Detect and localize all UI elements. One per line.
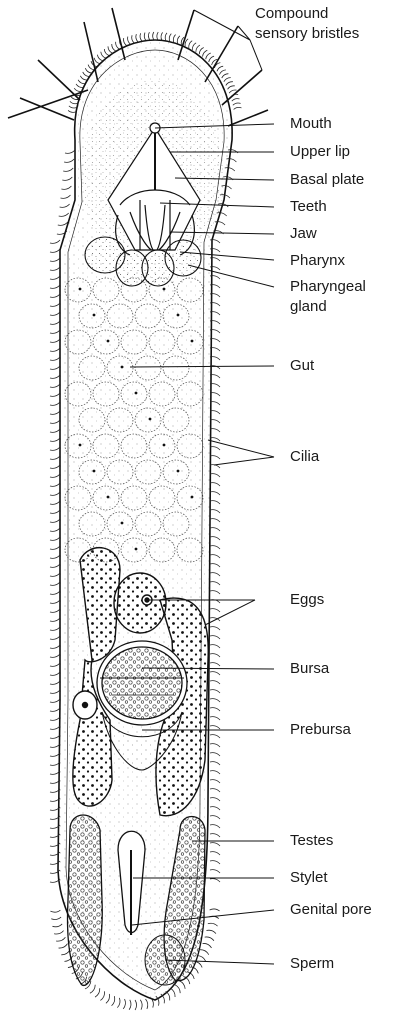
label-prebursa: Prebursa — [290, 721, 351, 739]
label-gut: Gut — [290, 357, 314, 375]
label-pharyngeal-1: Pharyngeal — [290, 278, 366, 296]
label-basal-plate: Basal plate — [290, 171, 364, 189]
label-jaw: Jaw — [290, 225, 317, 243]
label-cilia: Cilia — [290, 448, 319, 466]
label-teeth: Teeth — [290, 198, 327, 216]
bursa — [97, 641, 187, 725]
label-genital-pore: Genital pore — [290, 901, 372, 919]
label-eggs: Eggs — [290, 591, 324, 609]
label-compound-bristles-2: sensory bristles — [255, 25, 359, 43]
label-testes: Testes — [290, 832, 333, 850]
label-mouth: Mouth — [290, 115, 332, 133]
label-compound-bristles-1: Compound — [255, 5, 328, 23]
label-pharynx: Pharynx — [290, 252, 345, 270]
label-stylet: Stylet — [290, 869, 328, 887]
label-upper-lip: Upper lip — [290, 143, 350, 161]
label-bursa: Bursa — [290, 660, 329, 678]
label-pharyngeal-2: gland — [290, 298, 327, 316]
label-sperm: Sperm — [290, 955, 334, 973]
